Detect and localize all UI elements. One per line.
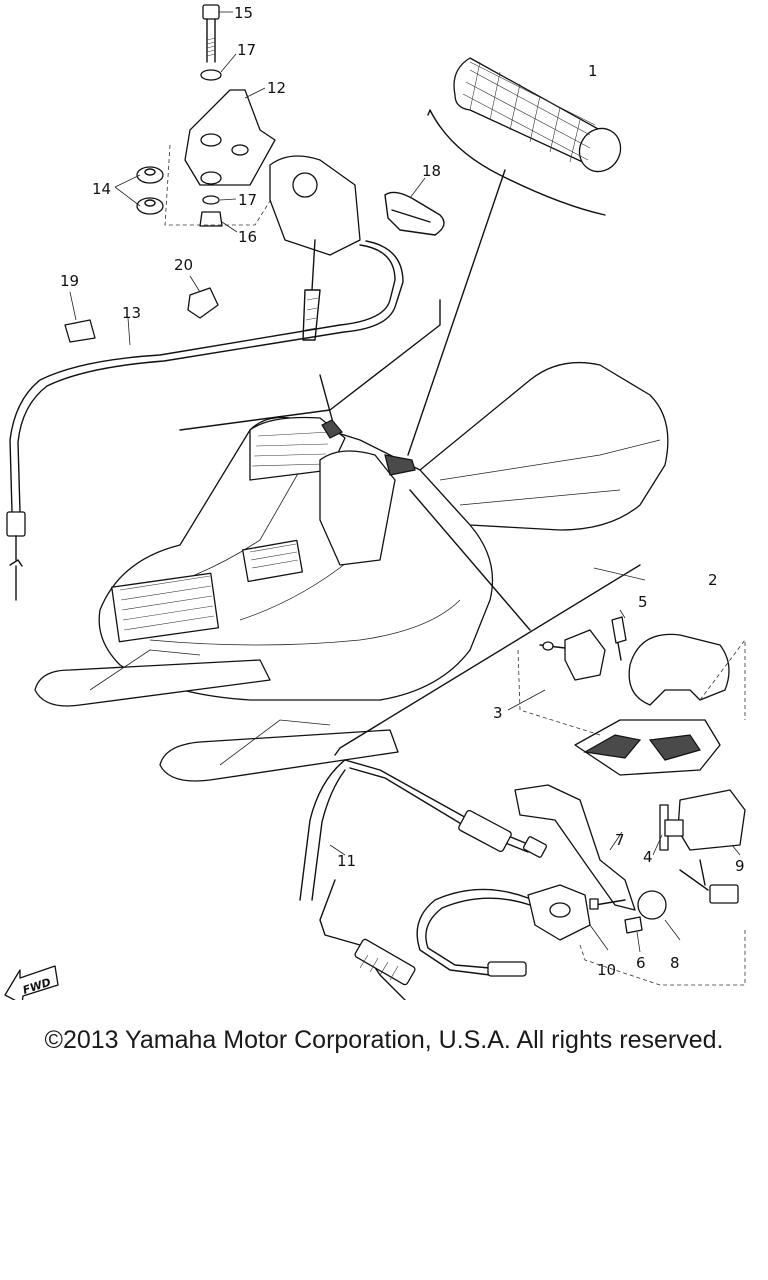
callout-5: 5 (638, 593, 648, 611)
leader-lines (69, 11, 741, 953)
callout-9: 9 (735, 857, 745, 875)
parts-diagram: 1 2 3 4 5 6 7 8 9 10 11 12 13 14 15 16 1… (4, 4, 746, 1000)
callout-11: 11 (337, 852, 356, 870)
callout-4: 4 (643, 848, 653, 866)
callout-3: 3 (493, 704, 503, 722)
callout-20: 20 (174, 256, 193, 274)
throttle-switch-assembly (299, 489, 746, 1000)
callout-8: 8 (670, 954, 680, 972)
assembly-arrows (319, 169, 506, 476)
callout-14: 14 (92, 180, 111, 198)
callout-12: 12 (267, 79, 286, 97)
callout-19: 19 (60, 272, 79, 290)
brake-bracket-assembly (6, 4, 445, 601)
callout-17-lower: 17 (238, 191, 257, 209)
fwd-arrow-icon: FWD (4, 965, 59, 1000)
grip-assembly (427, 57, 622, 216)
snowmobile-illustration (34, 361, 669, 782)
callout-7: 7 (615, 831, 625, 849)
callout-10: 10 (597, 961, 616, 979)
callout-16: 16 (238, 228, 257, 246)
callout-18: 18 (422, 162, 441, 180)
callout-13: 13 (122, 304, 141, 322)
callout-15: 15 (234, 4, 253, 22)
callout-1: 1 (588, 62, 598, 80)
callout-17-upper: 17 (237, 41, 256, 59)
callout-2: 2 (708, 571, 718, 589)
callout-labels: 1 2 3 4 5 6 7 8 9 10 11 12 13 14 15 16 1… (60, 4, 745, 979)
callout-6: 6 (636, 954, 646, 972)
copyright-notice: ©2013 Yamaha Motor Corporation, U.S.A. A… (44, 1026, 724, 1054)
